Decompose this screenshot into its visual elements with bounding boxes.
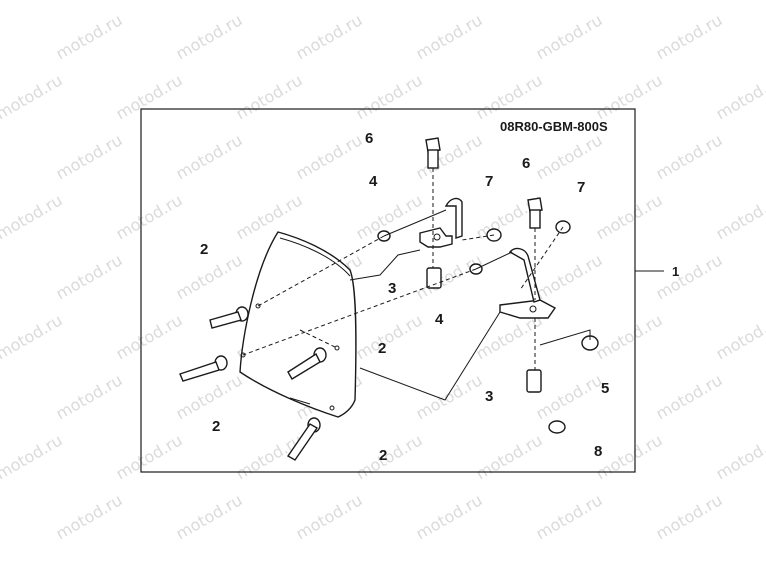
watermark-text: motod.ru [53,250,126,303]
bolt-2-c [287,347,327,380]
callout-1: 1 [672,264,679,279]
bolt-6-right [527,197,543,229]
diagram-frame [140,108,636,473]
right-bracket [499,247,557,319]
windscreen [239,231,357,418]
callout-5: 5 [601,380,609,397]
watermark-text: motod.ru [593,310,666,363]
watermark-text: motod.ru [173,250,246,303]
watermark-text: motod.ru [413,490,486,543]
bolt-6-left [425,137,441,169]
spacer-3-upper [426,267,442,289]
watermark-text: motod.ru [653,490,726,543]
watermark-text: motod.ru [653,10,726,63]
nut-8 [548,420,566,434]
watermark-text: motod.ru [173,490,246,543]
watermark-text: motod.ru [173,130,246,183]
watermark-text: motod.ru [293,130,366,183]
watermark-text: motod.ru [653,370,726,423]
callout-4a: 4 [369,173,378,190]
watermark-text: motod.ru [533,130,606,183]
watermark-text: motod.ru [533,370,606,423]
spacer-3-lower [526,369,542,393]
callout-2c: 2 [378,340,386,357]
bolt-2-a [209,306,249,329]
watermark-text: motod.ru [413,250,486,303]
callout-3b: 3 [485,388,493,405]
callout-2a: 2 [200,241,208,258]
watermark-text: motod.ru [113,190,186,243]
assembly-guides [242,168,591,401]
watermark-text: motod.ru [533,490,606,543]
callouts: 1 2 2 2 2 3 3 4 4 5 6 6 7 7 8 [200,130,679,464]
watermark-text: motod.ru [413,10,486,63]
callout-7a: 7 [485,173,493,190]
watermark-text: motod.ru [713,70,766,123]
watermark-text: motod.ru [653,250,726,303]
watermark-text: motod.ru [173,10,246,63]
watermark-text: motod.ru [113,310,186,363]
watermark-text: motod.ru [233,190,306,243]
watermark-text: motod.ru [473,70,546,123]
bolt-2-b [179,355,228,382]
bolt-2-d [286,417,321,461]
watermark-text: motod.ru [593,190,666,243]
watermark-text: motod.ru [53,490,126,543]
watermark-text: motod.ru [593,430,666,483]
watermark-text: motod.ru [533,10,606,63]
watermark-text: motod.ru [53,370,126,423]
watermark-text: motod.ru [473,430,546,483]
watermark-text: motod.ru [113,0,186,3]
watermark-text: motod.ru [353,0,426,3]
watermark-text: motod.ru [293,490,366,543]
watermark-text: motod.ru [533,250,606,303]
watermark-text: motod.ru [293,10,366,63]
watermark-text: motod.ru [593,70,666,123]
watermark-text: motod.ru [353,310,426,363]
callout-6a: 6 [365,130,373,147]
callout-4b: 4 [435,311,444,328]
callout-2b: 2 [212,418,220,435]
watermark-text: motod.ru [713,190,766,243]
left-bracket [419,197,463,248]
watermark-text: motod.ru [113,70,186,123]
watermark-text: motod.ru [653,130,726,183]
watermark-text: motod.ru [413,130,486,183]
watermark-text: motod.ru [0,430,66,483]
watermark-text: motod.ru [233,0,306,3]
callout-7b: 7 [577,179,585,196]
callout-3a: 3 [388,280,396,297]
watermark-text: motod.ru [233,70,306,123]
watermark-text: motod.ru [713,430,766,483]
watermark-text: motod.ru [353,70,426,123]
callout-6b: 6 [522,155,530,172]
watermark-text: motod.ru [353,430,426,483]
watermark-text: motod.ru [0,0,66,3]
watermark-text: motod.ru [473,0,546,3]
watermark-text: motod.ru [0,190,66,243]
part-code: 08R80-GBM-800S [500,119,608,134]
watermark-text: motod.ru [0,70,66,123]
callout-8: 8 [594,443,602,460]
watermark-text: motod.ru [713,0,766,3]
watermark-text: motod.ru [413,370,486,423]
watermark-text: motod.ru [593,0,666,3]
callout-2d: 2 [379,447,387,464]
watermark-text: motod.ru [53,130,126,183]
watermark-text: motod.ru [113,430,186,483]
watermark-text: motod.ru [713,310,766,363]
watermark-text: motod.ru [0,310,66,363]
watermark-text: motod.ru [53,10,126,63]
